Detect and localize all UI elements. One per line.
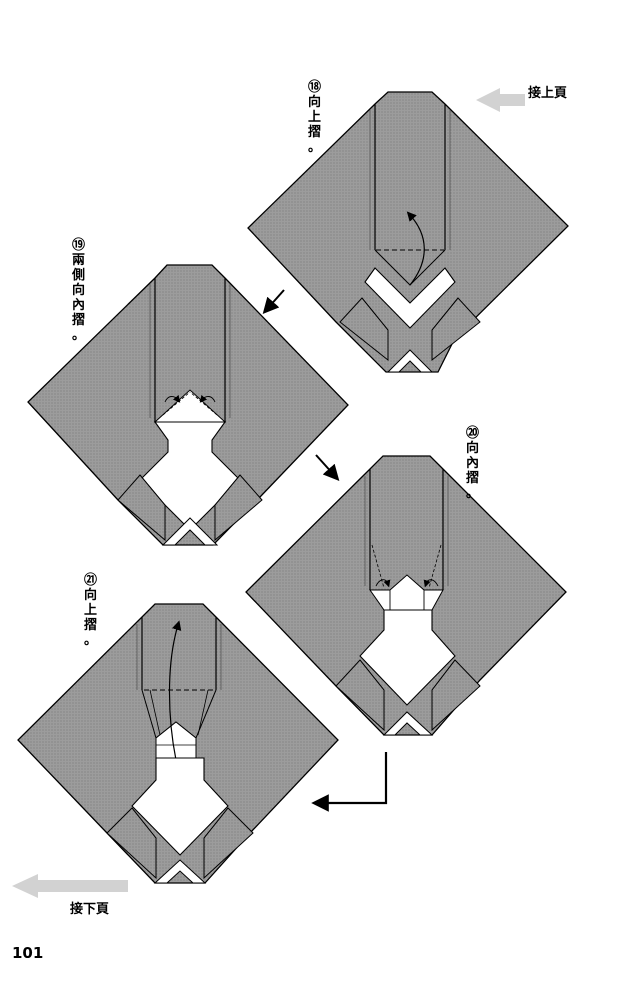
step-21-diagram: [17, 603, 339, 884]
step-instruction: 向上摺: [308, 95, 322, 140]
step-end-mark: 。: [308, 140, 322, 155]
flow-arrow-18-to-19: [262, 289, 285, 314]
next-page-arrow[interactable]: [12, 874, 128, 898]
flow-arrow-19-to-20: [315, 454, 340, 481]
page-number: 101: [12, 944, 44, 962]
step-end-mark: 。: [466, 486, 480, 501]
step-20-diagram: [245, 455, 567, 736]
prev-page-arrow[interactable]: [476, 88, 525, 112]
step-instruction: 兩側向內摺: [72, 253, 86, 328]
flow-arrow-20-to-21: [311, 752, 388, 812]
step-18-diagram: [247, 91, 569, 373]
step-end-mark: 。: [84, 633, 98, 648]
step-19-diagram: [27, 264, 349, 546]
step-number: ⑲: [72, 238, 86, 253]
prev-page-label[interactable]: 接上頁: [528, 86, 568, 101]
step-number: ⑳: [466, 426, 480, 441]
step-instruction: 向上摺: [84, 588, 98, 633]
step-number: ㉑: [84, 573, 98, 588]
next-page-label[interactable]: 接下頁: [70, 902, 110, 917]
step-end-mark: 。: [72, 328, 86, 343]
step-instruction: 向內摺: [466, 441, 480, 486]
step-number: ⑱: [308, 80, 322, 95]
